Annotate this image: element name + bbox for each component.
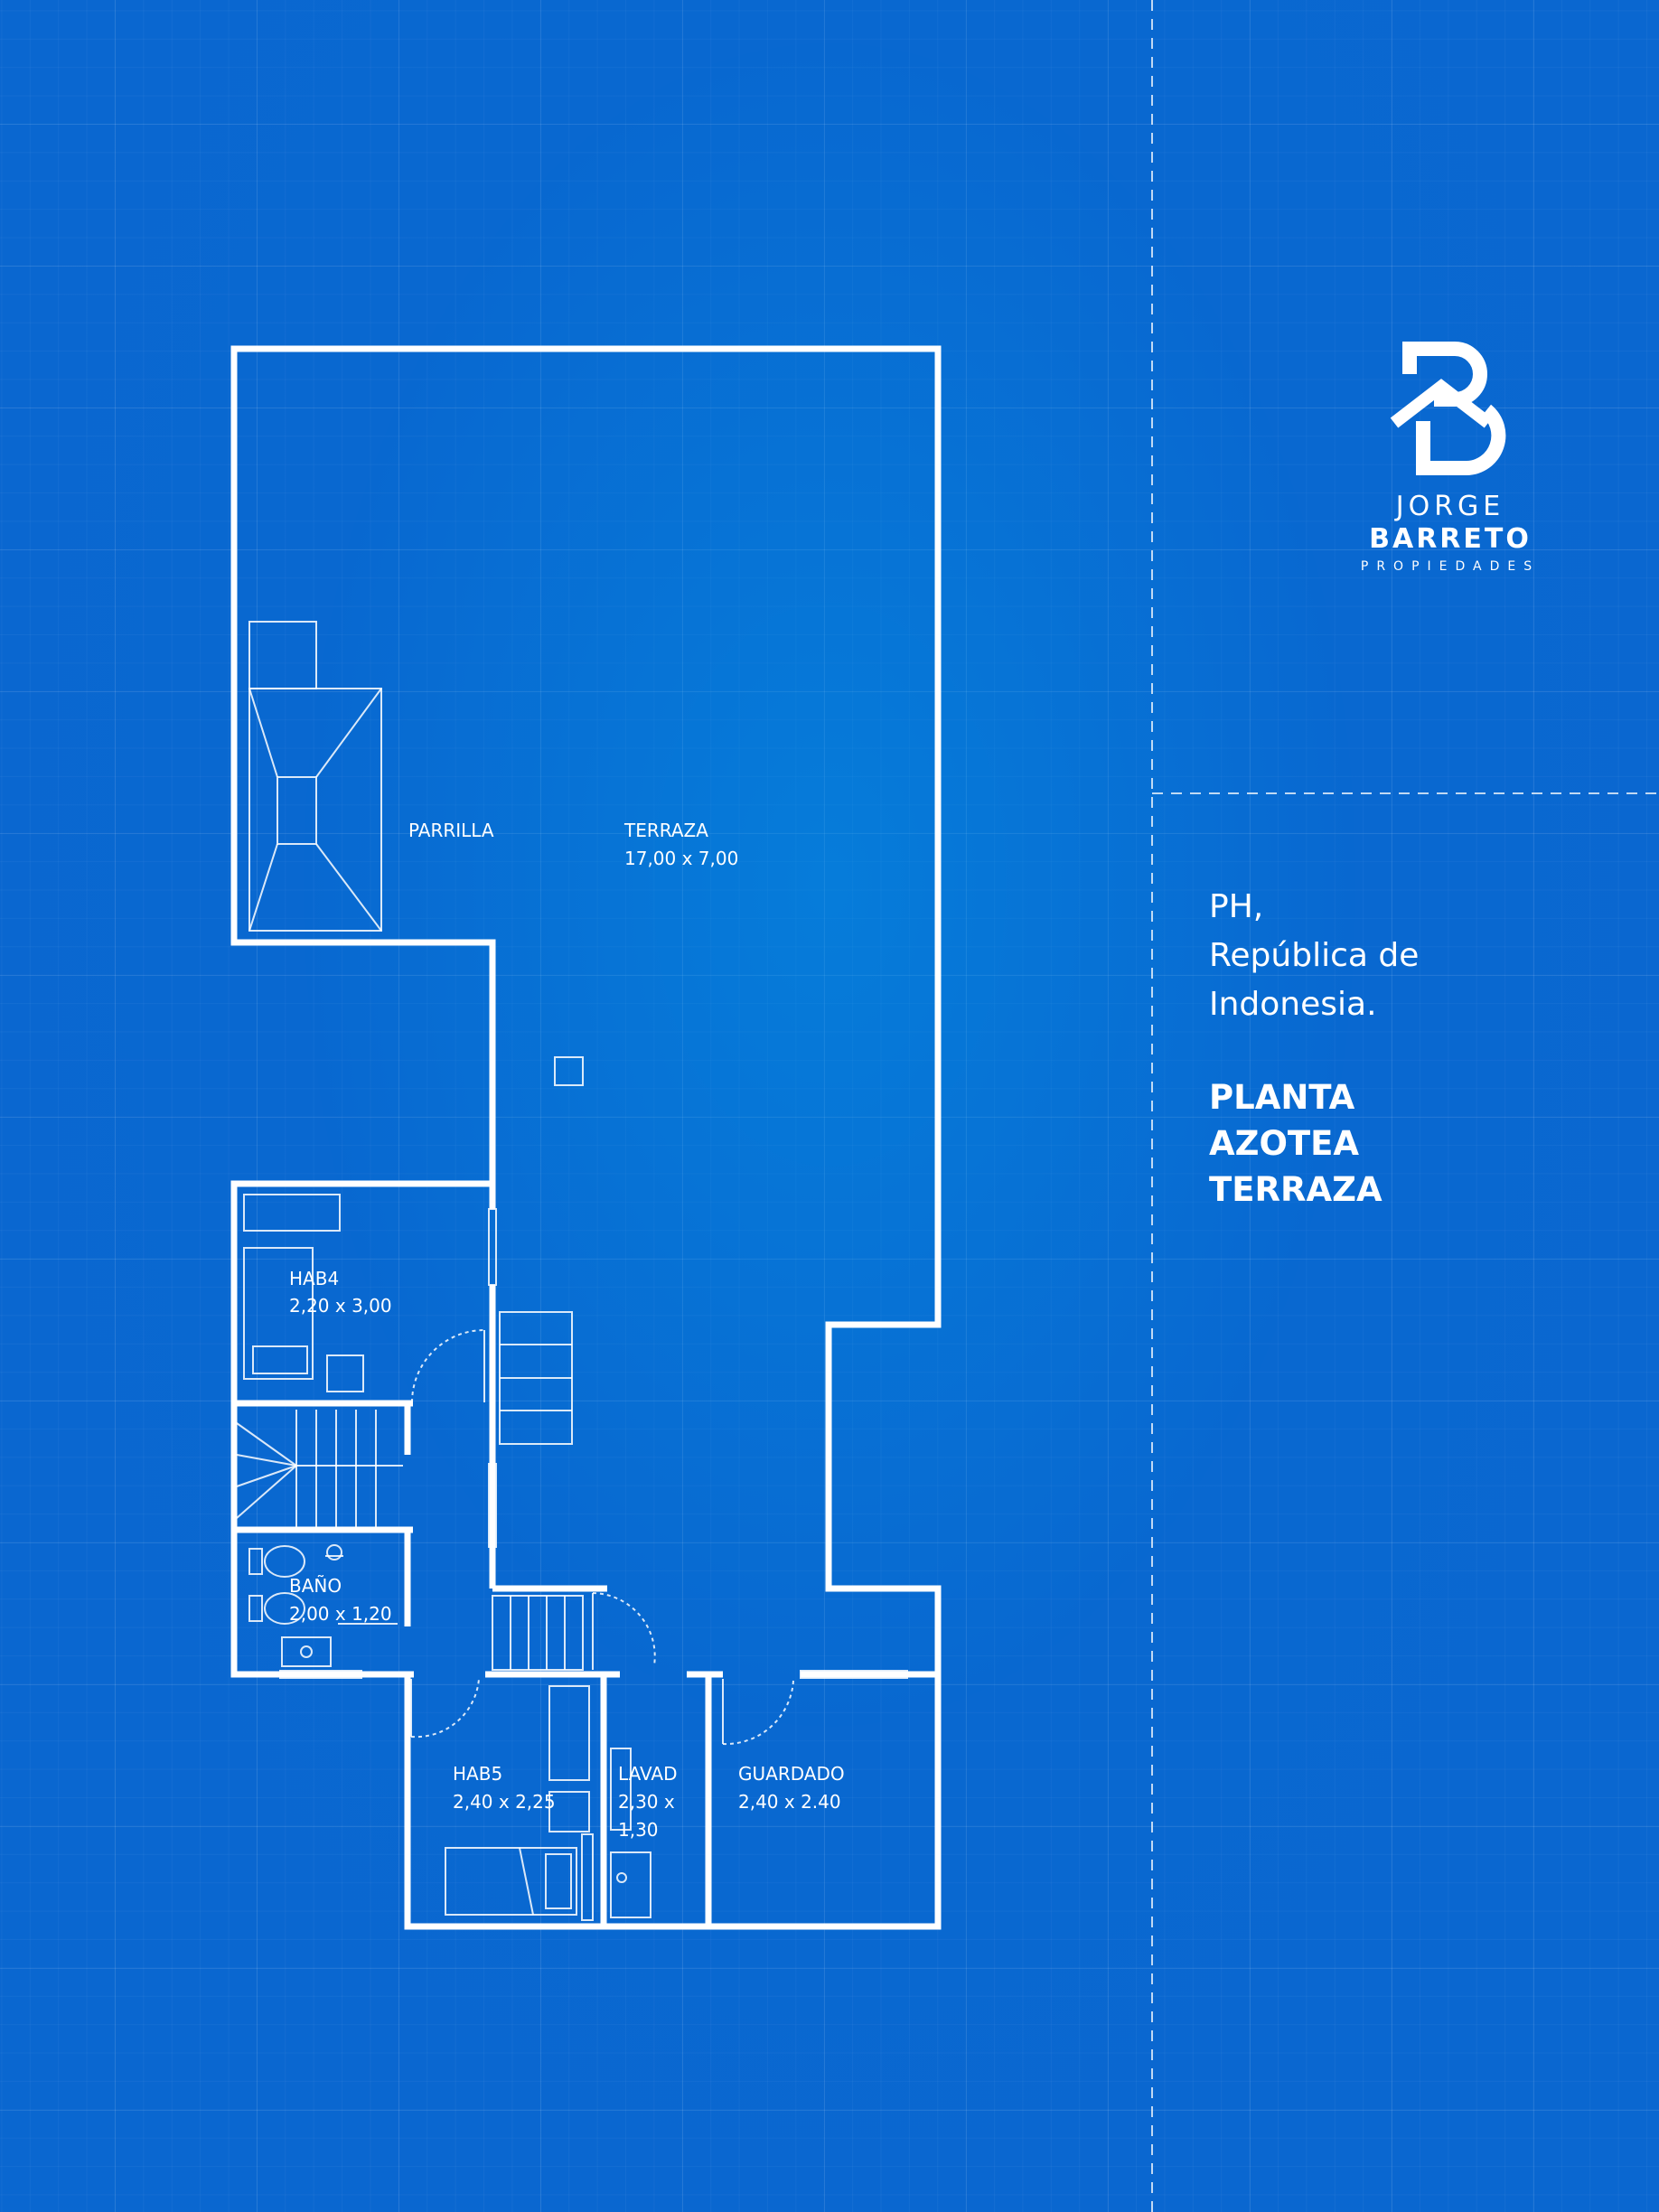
window	[488, 1463, 497, 1548]
bidet-back	[248, 1595, 263, 1622]
hab5-wardrobe	[548, 1685, 590, 1781]
grill-line	[248, 688, 278, 778]
property-info: PH, República de Indonesia. PLANTA AZOTE…	[1209, 883, 1607, 1213]
hab4-nightstand	[326, 1354, 364, 1392]
room-dims-terraza: 17,00 x 7,00	[624, 848, 738, 869]
toilet-tank	[248, 1548, 263, 1575]
building-walls	[230, 345, 942, 1930]
grill-line	[315, 688, 382, 778]
washbasin	[281, 1636, 332, 1667]
laundry-tap	[616, 1872, 627, 1883]
hab5-shelf	[581, 1833, 594, 1921]
guardado-door	[722, 1680, 794, 1746]
hab5-pillow	[545, 1853, 572, 1909]
property-address-line2: Indonesia.	[1209, 986, 1377, 1023]
brand-first-name: JORGE	[1395, 491, 1505, 522]
shower	[326, 1544, 342, 1561]
room-name-guardado: GUARDADO	[738, 1763, 845, 1785]
spiral-stair	[236, 1454, 297, 1467]
room-labels: PARRILLA TERRAZA 17,00 x 7,00 HAB4 2,20 …	[289, 820, 845, 1841]
plan-name-line3: TERRAZA	[1209, 1170, 1382, 1209]
room-dims-bano: 2,00 x 1,20	[289, 1603, 392, 1625]
hab5-bed	[445, 1847, 577, 1916]
plan-name-line2: AZOTEA	[1209, 1124, 1360, 1163]
spiral-stair	[236, 1465, 297, 1519]
spiral-stair	[236, 1465, 297, 1487]
hab4-wardrobe	[243, 1194, 341, 1232]
laundry-shelf	[610, 1748, 632, 1831]
window	[279, 1670, 362, 1679]
hab5-cabinet	[548, 1791, 590, 1832]
property-type: PH,	[1209, 888, 1264, 925]
room-name-parrilla: PARRILLA	[408, 820, 494, 841]
perimeter-wall	[230, 345, 942, 1930]
room-dims-hab4: 2,20 x 3,00	[289, 1295, 392, 1317]
hab4-door	[411, 1329, 485, 1403]
bidet	[264, 1592, 305, 1625]
room-name-hab5: HAB5	[453, 1763, 502, 1785]
grill-chimney	[248, 621, 317, 689]
washbasin-drain	[300, 1645, 313, 1658]
brand-logo: JORGE BARRETO PROPIEDADES	[1315, 334, 1586, 573]
hab5-door	[410, 1678, 480, 1739]
room-dims-hab5: 2,40 x 2,25	[453, 1791, 556, 1813]
grill-line	[315, 843, 382, 932]
terraza-square	[554, 1056, 584, 1086]
hab4-bed	[243, 1247, 314, 1380]
room-name-lavad: LAVAD	[618, 1763, 678, 1785]
plan-name-line1: PLANTA	[1209, 1078, 1355, 1117]
room-dims-lavad: 2,30 x	[618, 1791, 675, 1813]
lower-stair	[492, 1595, 584, 1671]
spiral-stair	[236, 1422, 297, 1467]
logo-b-house-icon	[1390, 342, 1506, 475]
fixtures	[236, 621, 908, 1921]
property-address-line1: República de	[1209, 937, 1420, 974]
room-name-hab4: HAB4	[289, 1268, 339, 1289]
room-name-bano: BAÑO	[289, 1575, 342, 1597]
toilet	[264, 1545, 305, 1578]
brand-tagline: PROPIEDADES	[1360, 559, 1541, 574]
room-dims-guardado: 2,40 x 2.40	[738, 1791, 841, 1813]
layout-guides	[1151, 0, 1659, 2212]
grill-flue	[276, 776, 317, 845]
window	[800, 1670, 908, 1679]
brand-last-name: BARRETO	[1369, 523, 1532, 555]
hab4-pillow	[252, 1345, 308, 1374]
grill-hood	[248, 688, 382, 932]
window	[488, 1208, 497, 1286]
lower-stair-door	[592, 1592, 656, 1666]
room-name-terraza: TERRAZA	[623, 820, 708, 841]
grill-line	[248, 843, 278, 932]
laundry-sink	[610, 1851, 651, 1918]
hab5-bed-detail	[519, 1847, 534, 1916]
room-dims-lavad-line2: 1,30	[618, 1819, 659, 1841]
